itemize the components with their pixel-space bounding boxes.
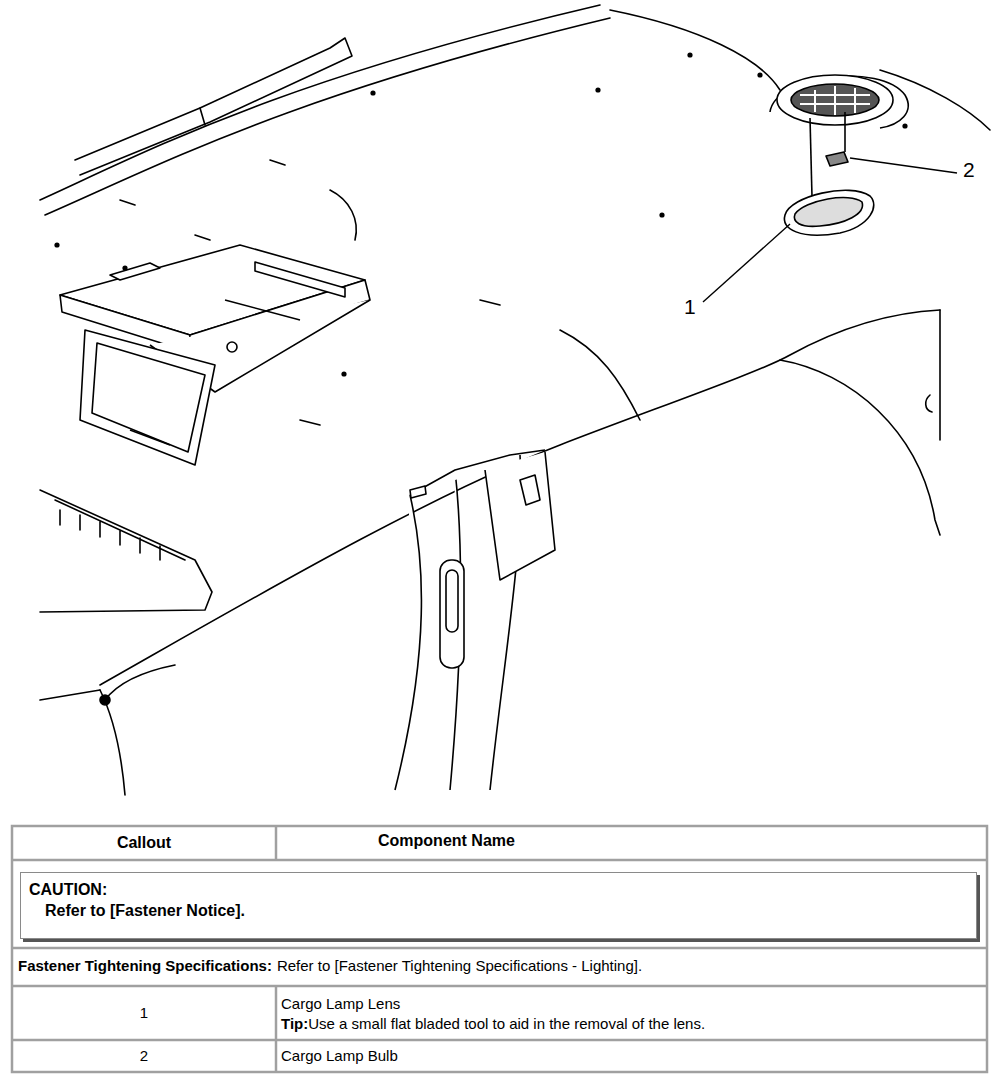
- headliner-outline: [610, 10, 780, 90]
- mounting-hole: [370, 90, 375, 95]
- table-header: Component Name: [378, 832, 515, 850]
- roof-side-rail: [939, 310, 941, 440]
- table-grid: [12, 1039, 987, 1042]
- component-name: Cargo Lamp Bulb: [281, 1047, 398, 1065]
- table-grid: [12, 859, 987, 862]
- tip-text: Use a small flat bladed tool to aid in t…: [308, 1015, 705, 1033]
- table-grid: [12, 826, 987, 1072]
- mounting-hole: [54, 52, 907, 376]
- cargo-lamp-parts: [810, 118, 812, 197]
- overhead-dvd-console: [60, 245, 370, 465]
- overhead-dvd-console: [92, 343, 205, 452]
- b-pillar-trim: [410, 486, 426, 498]
- cargo-lamp-parts: [784, 190, 873, 235]
- overhead-dvd-console: [110, 263, 160, 280]
- caution-text: Refer to [Fastener Notice].: [45, 900, 976, 921]
- component-name: Cargo Lamp Lens: [281, 995, 400, 1013]
- headliner-outline: [75, 38, 352, 175]
- leader-line: [850, 158, 957, 173]
- b-pillar-trim: [395, 495, 421, 790]
- table-grid: [275, 826, 278, 860]
- leader-line: [703, 158, 957, 302]
- tip-heading: Tip:: [281, 1015, 308, 1033]
- b-pillar-trim: [440, 560, 464, 668]
- roof-side-rail: [40, 490, 212, 612]
- callout-number: 2: [12, 1047, 276, 1065]
- mounting-hole: [687, 52, 692, 57]
- cargo-lamp-parts: [794, 198, 862, 227]
- b-pillar-trim: [446, 570, 458, 632]
- headliner-outline: [45, 18, 610, 215]
- roof-side-rail: [926, 395, 932, 412]
- mounting-hole: [757, 72, 762, 77]
- headliner-outline: [40, 5, 600, 200]
- caution-heading: CAUTION:: [29, 879, 976, 900]
- callout-number: 2: [963, 161, 975, 179]
- mounting-hole: [595, 87, 600, 92]
- overhead-dvd-console: [80, 330, 215, 465]
- table-grid: [275, 986, 278, 1072]
- mounting-hole: [341, 371, 346, 376]
- headliner-outline: [330, 190, 356, 240]
- callout-number: 1: [12, 1004, 276, 1022]
- b-pillar-trim: [485, 452, 555, 580]
- b-pillar-trim: [520, 475, 540, 505]
- roof-side-rail: [105, 665, 175, 700]
- callout-number: 1: [684, 298, 696, 316]
- mounting-hole: [54, 242, 59, 247]
- table-grid: [12, 826, 987, 1072]
- mounting-hole: [122, 265, 127, 270]
- table-grid: [12, 947, 987, 950]
- cargo-lamp-housing: [777, 75, 893, 125]
- overhead-dvd-console: [130, 430, 170, 445]
- roof-side-rail: [40, 310, 940, 795]
- table-header: Callout: [12, 834, 276, 852]
- cargo-lamp-housing: [800, 86, 870, 115]
- headliner-outline: [200, 108, 205, 125]
- cargo-lamp-parts: [826, 152, 848, 166]
- overhead-dvd-console: [227, 342, 237, 352]
- mounting-hole: [659, 212, 664, 217]
- spec-reference: Refer to [Fastener Tightening Specificat…: [277, 957, 642, 975]
- roof-side-rail: [55, 500, 185, 560]
- b-pillar-trim: [395, 450, 555, 790]
- roof-side-rail: [100, 690, 125, 795]
- roof-side-rail: [100, 695, 110, 705]
- overhead-dvd-console: [225, 300, 300, 320]
- cargo-lamp-housing: [791, 84, 879, 116]
- roof-side-rail: [780, 360, 940, 535]
- table-grid: [12, 985, 987, 988]
- cargo-lamp-housing: [770, 75, 908, 128]
- cargo-lamp-parts: [784, 112, 873, 235]
- roof-side-rail: [100, 310, 940, 685]
- spec-heading: Fastener Tightening Specifications:: [18, 957, 272, 975]
- mounting-hole: [902, 123, 907, 128]
- roof-side-rail: [40, 690, 100, 700]
- cargo-lamp-parts: [844, 112, 846, 152]
- headliner-outline: [560, 330, 640, 420]
- caution-box: CAUTION:Refer to [Fastener Notice].: [20, 872, 977, 939]
- leader-line: [703, 224, 790, 302]
- overhead-dvd-console: [255, 262, 345, 297]
